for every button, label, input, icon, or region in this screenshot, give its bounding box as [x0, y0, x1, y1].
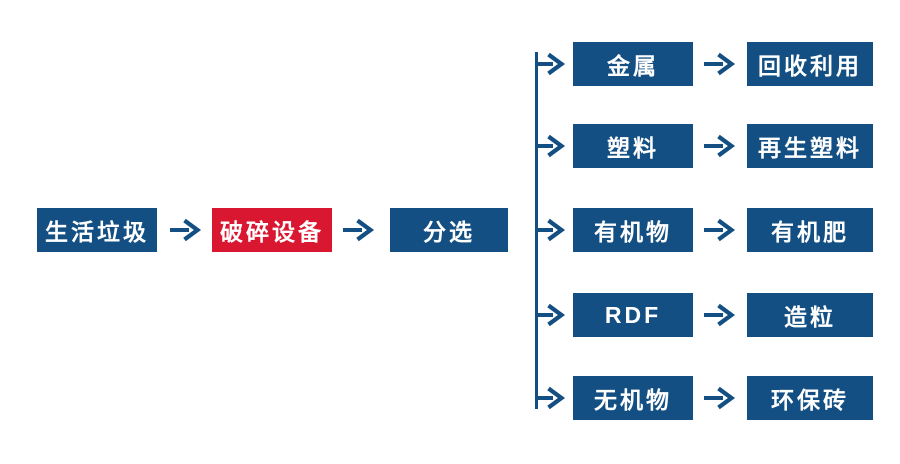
branch-right-arrow-icon — [536, 51, 566, 77]
branch-right-arrow-icon — [536, 302, 566, 328]
right-arrow-icon — [170, 217, 202, 243]
right-arrow-icon — [704, 217, 736, 243]
right-arrow-icon — [704, 133, 736, 159]
branch-right-arrow-icon — [536, 133, 566, 159]
node-metal: 金属 — [573, 42, 693, 86]
node-plastic: 塑料 — [573, 124, 693, 168]
node-organic-fertilizer: 有机肥 — [747, 208, 873, 252]
right-arrow-icon — [343, 217, 375, 243]
node-crushing-equipment: 破碎设备 — [212, 208, 332, 252]
node-granulation: 造粒 — [747, 293, 873, 337]
right-arrow-icon — [704, 51, 736, 77]
branch-right-arrow-icon — [536, 217, 566, 243]
right-arrow-icon — [704, 385, 736, 411]
branch-right-arrow-icon — [536, 385, 566, 411]
node-recycled-plastic: 再生塑料 — [747, 124, 873, 168]
node-household-waste: 生活垃圾 — [37, 208, 157, 252]
right-arrow-icon — [704, 302, 736, 328]
node-eco-brick: 环保砖 — [747, 376, 873, 420]
node-rdf: RDF — [573, 293, 693, 337]
node-recycling: 回收利用 — [747, 42, 873, 86]
node-inorganic-matter: 无机物 — [573, 376, 693, 420]
node-organic-matter: 有机物 — [573, 208, 693, 252]
node-sorting: 分选 — [390, 208, 508, 252]
